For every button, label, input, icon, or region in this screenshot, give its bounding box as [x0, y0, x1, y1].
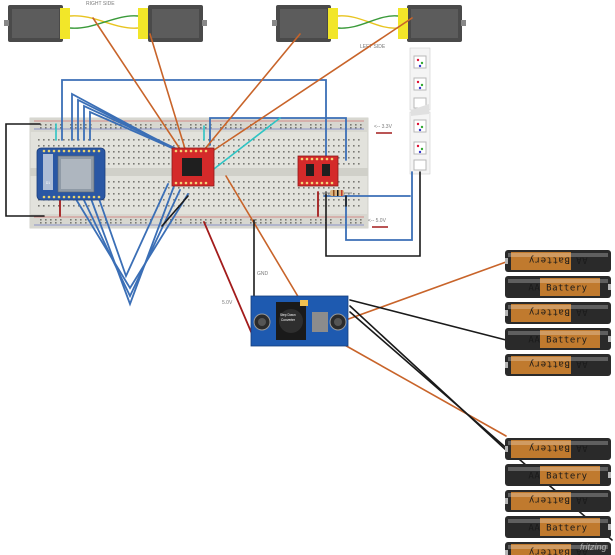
battery-label: AA Battery: [528, 336, 587, 346]
level-shifter-board: [297, 155, 339, 187]
motor-left-a: [272, 5, 338, 42]
wires-red: [59, 191, 319, 335]
wires-orange: [92, 17, 507, 437]
wires-cyan: [55, 117, 281, 173]
label-rail-50: <-- 5.0V: [368, 218, 387, 224]
motor-left-b: [398, 5, 466, 42]
battery-label: AA Battery: [528, 284, 587, 294]
motor-driver-board: [171, 147, 215, 187]
led-strip: [409, 47, 431, 175]
battery-label: AA Battery: [528, 547, 587, 555]
battery-cell: AA Battery: [505, 328, 611, 350]
motor-right-b: [138, 5, 207, 42]
battery-cell: AA Battery: [505, 250, 611, 272]
battery-label: AA Battery: [528, 443, 587, 453]
label-5v-wire: 5.0V: [222, 300, 233, 306]
battery-label: AA Battery: [528, 307, 587, 317]
battery-cell: AA Battery: [505, 438, 611, 460]
svg-text:D1: D1: [46, 181, 50, 185]
battery-label: AA Battery: [528, 524, 587, 534]
battery-label: AA Battery: [528, 472, 587, 482]
step-down-converter: Step Down Converter: [250, 295, 349, 347]
battery-label: AA Battery: [528, 495, 587, 505]
battery-cell: AA Battery: [505, 354, 611, 376]
label-rail-33: <-- 3.3V: [374, 124, 393, 130]
label-right-side: RIGHT SIDE: [86, 1, 115, 7]
motor-right-a: [4, 5, 70, 42]
motor-wires: [69, 15, 399, 29]
battery-cell: AA Battery: [505, 276, 611, 298]
fritzing-watermark: fritzing: [580, 542, 607, 552]
microcontroller-board: D1: [36, 147, 106, 201]
battery-cell: AA Battery: [505, 490, 611, 512]
battery-label: AA Battery: [528, 359, 587, 369]
wires-blue: [61, 79, 413, 307]
label-gnd: GND: [257, 271, 269, 277]
battery-label: AA Battery: [528, 255, 587, 265]
svg-text:Step Down: Step Down: [280, 313, 296, 317]
label-left-side: LEFT SIDE: [360, 44, 386, 50]
battery-cell: AA Battery: [505, 302, 611, 324]
battery-cell: AA Battery: [505, 542, 611, 555]
battery-packs: AA Battery AA Battery AA Battery AA Battery…: [505, 250, 611, 555]
battery-cell: AA Battery: [505, 464, 611, 486]
battery-cell: AA Battery: [505, 516, 611, 538]
svg-text:Converter: Converter: [281, 318, 296, 322]
resistor: [322, 190, 352, 196]
